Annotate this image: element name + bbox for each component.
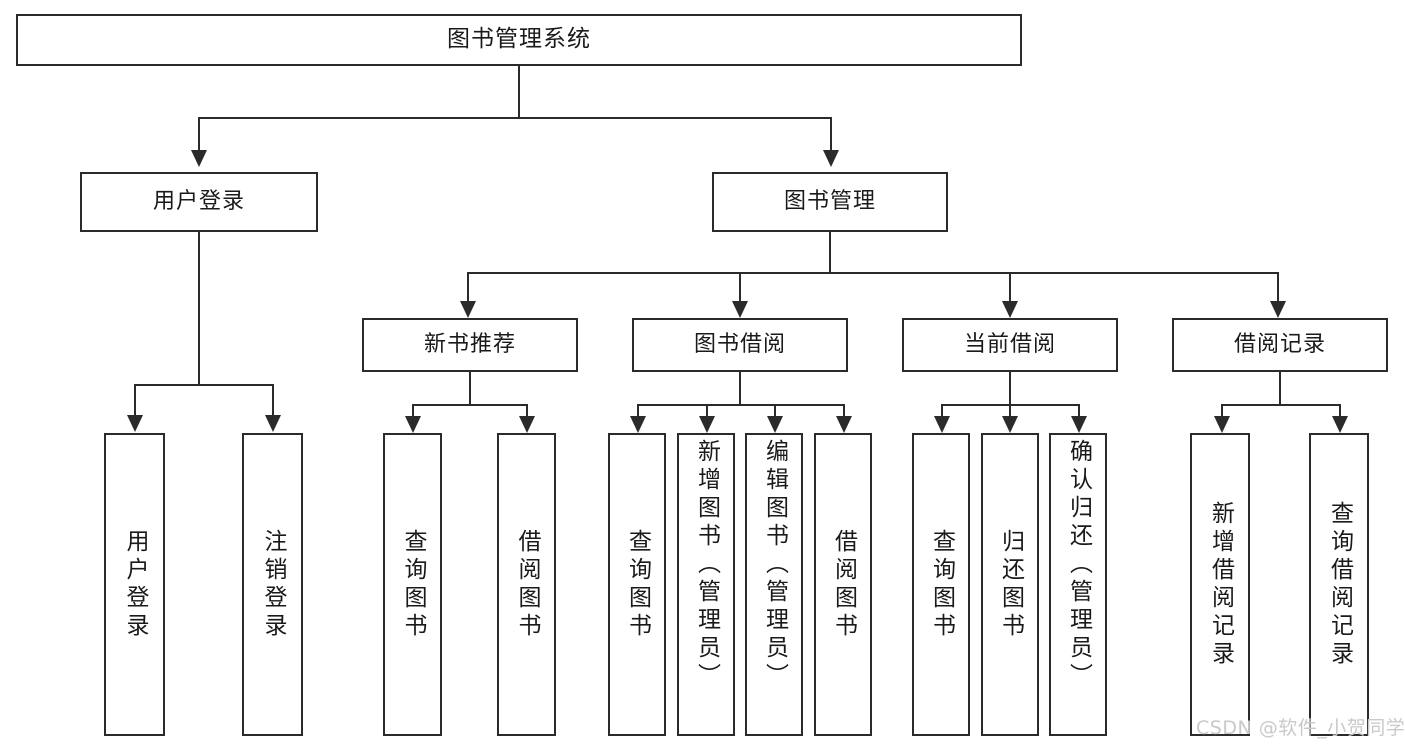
connector-root-to-book-manage [830, 117, 832, 151]
leaf-edit-book-label: 编辑图书（管理员） [761, 439, 788, 691]
leaf-query-book-2[interactable]: 查询图书 [608, 433, 666, 736]
leaf-query-book-1-label: 查询图书 [400, 528, 426, 641]
leaf-borrow-book-2[interactable]: 借阅图书 [814, 433, 872, 736]
connector-current-borrow-stem [1009, 372, 1011, 405]
arrow-book-borrow-to-leaf-1 [630, 416, 646, 433]
arrow-book-manage-to-current-borrow [1002, 301, 1018, 318]
arrow-current-borrow-to-leaf-1 [934, 416, 950, 433]
leaf-query-book-2-label: 查询图书 [624, 528, 651, 641]
node-current-borrow-label: 当前借阅 [963, 331, 1056, 357]
node-new-book-recommend[interactable]: 新书推荐 [362, 318, 578, 372]
arrow-book-manage-to-new-book [460, 301, 476, 318]
leaf-return-book-label: 归还图书 [997, 528, 1024, 641]
connector-current-borrow-to-leaf-1 [941, 404, 943, 420]
leaf-edit-book[interactable]: 编辑图书（管理员） [745, 433, 803, 736]
leaf-query-record[interactable]: 查询借阅记录 [1309, 433, 1369, 736]
arrow-new-book-to-leaf-2 [519, 416, 535, 433]
connector-book-manage-to-borrow-record [1277, 272, 1279, 302]
connector-book-manage-to-new-book [467, 272, 469, 302]
connector-borrow-record-to-leaf-2 [1339, 404, 1341, 420]
connector-current-borrow-to-leaf-2 [1009, 404, 1011, 420]
connector-root-bus [198, 117, 832, 119]
arrow-book-borrow-to-leaf-3 [767, 416, 783, 433]
arrow-current-borrow-to-leaf-3 [1071, 416, 1087, 433]
leaf-return-book[interactable]: 归还图书 [981, 433, 1039, 736]
connector-book-borrow-to-leaf-4 [843, 404, 845, 420]
leaf-add-book-label: 新增图书（管理员） [693, 439, 720, 691]
node-book-borrow-label: 图书借阅 [693, 331, 786, 357]
connector-new-book-to-leaf-1 [412, 404, 414, 420]
node-root[interactable]: 图书管理系统 [16, 14, 1022, 66]
connector-user-login-to-leaf-2 [272, 384, 274, 416]
leaf-query-book-3-label: 查询图书 [928, 528, 955, 641]
connector-new-book-to-leaf-2 [526, 404, 528, 420]
connector-user-login-to-leaf-1 [134, 384, 136, 416]
node-user-login-label: 用户登录 [152, 188, 245, 214]
connector-book-manage-bus [467, 272, 1279, 274]
arrow-user-login-to-leaf-1 [127, 415, 143, 432]
connector-book-borrow-stem [739, 372, 741, 405]
arrow-root-to-book-manage [823, 150, 839, 167]
leaf-query-record-label: 查询借阅记录 [1326, 500, 1353, 669]
connector-root-to-user-login [198, 117, 200, 151]
leaf-borrow-book-2-label: 借阅图书 [830, 528, 857, 641]
connector-borrow-record-stem [1279, 372, 1281, 405]
node-new-book-recommend-label: 新书推荐 [423, 331, 516, 357]
csdn-watermark: CSDN @软件_小贺同学 [1196, 717, 1405, 739]
connector-user-login-bus [134, 384, 274, 386]
connector-book-manage-stem [829, 232, 831, 273]
arrow-book-manage-to-book-borrow [732, 301, 748, 318]
node-user-login[interactable]: 用户登录 [80, 172, 318, 232]
connector-book-borrow-to-leaf-2 [706, 404, 708, 420]
arrow-root-to-user-login [191, 150, 207, 167]
leaf-user-logout-label: 注销登录 [260, 528, 286, 641]
arrow-new-book-to-leaf-1 [405, 416, 421, 433]
node-borrow-record[interactable]: 借阅记录 [1172, 318, 1388, 372]
connector-book-borrow-bus [637, 404, 845, 406]
connector-current-borrow-to-leaf-3 [1078, 404, 1080, 420]
leaf-add-book[interactable]: 新增图书（管理员） [677, 433, 735, 736]
node-current-borrow[interactable]: 当前借阅 [902, 318, 1118, 372]
leaf-add-record[interactable]: 新增借阅记录 [1190, 433, 1250, 736]
connector-book-manage-to-current-borrow [1009, 272, 1011, 302]
connector-book-manage-to-book-borrow [739, 272, 741, 302]
leaf-borrow-book-1[interactable]: 借阅图书 [497, 433, 556, 736]
arrow-borrow-record-to-leaf-1 [1214, 416, 1230, 433]
arrow-user-login-to-leaf-2 [265, 415, 281, 432]
connector-borrow-record-bus [1221, 404, 1341, 406]
node-book-borrow[interactable]: 图书借阅 [632, 318, 848, 372]
leaf-user-login[interactable]: 用户登录 [104, 433, 165, 736]
leaf-query-book-3[interactable]: 查询图书 [912, 433, 970, 736]
connector-book-borrow-to-leaf-3 [774, 404, 776, 420]
node-book-manage[interactable]: 图书管理 [712, 172, 948, 232]
connector-new-book-stem [469, 372, 471, 405]
connector-book-borrow-to-leaf-1 [637, 404, 639, 420]
arrow-book-borrow-to-leaf-4 [836, 416, 852, 433]
node-borrow-record-label: 借阅记录 [1233, 331, 1326, 357]
connector-borrow-record-to-leaf-1 [1221, 404, 1223, 420]
arrow-book-borrow-to-leaf-2 [699, 416, 715, 433]
arrow-borrow-record-to-leaf-2 [1332, 416, 1348, 433]
node-root-label: 图书管理系统 [447, 26, 591, 53]
leaf-user-logout[interactable]: 注销登录 [242, 433, 303, 736]
leaf-query-book-1[interactable]: 查询图书 [383, 433, 442, 736]
leaf-borrow-book-1-label: 借阅图书 [514, 528, 540, 641]
leaf-confirm-return-label: 确认归还（管理员） [1065, 439, 1092, 691]
leaf-add-record-label: 新增借阅记录 [1207, 500, 1234, 669]
arrow-book-manage-to-borrow-record [1270, 301, 1286, 318]
leaf-confirm-return[interactable]: 确认归还（管理员） [1049, 433, 1107, 736]
connector-root-stem [518, 66, 520, 118]
connector-user-login-stem [198, 232, 200, 385]
node-book-manage-label: 图书管理 [783, 188, 876, 214]
connector-new-book-bus [412, 404, 528, 406]
arrow-current-borrow-to-leaf-2 [1002, 416, 1018, 433]
leaf-user-login-label: 用户登录 [122, 528, 148, 641]
